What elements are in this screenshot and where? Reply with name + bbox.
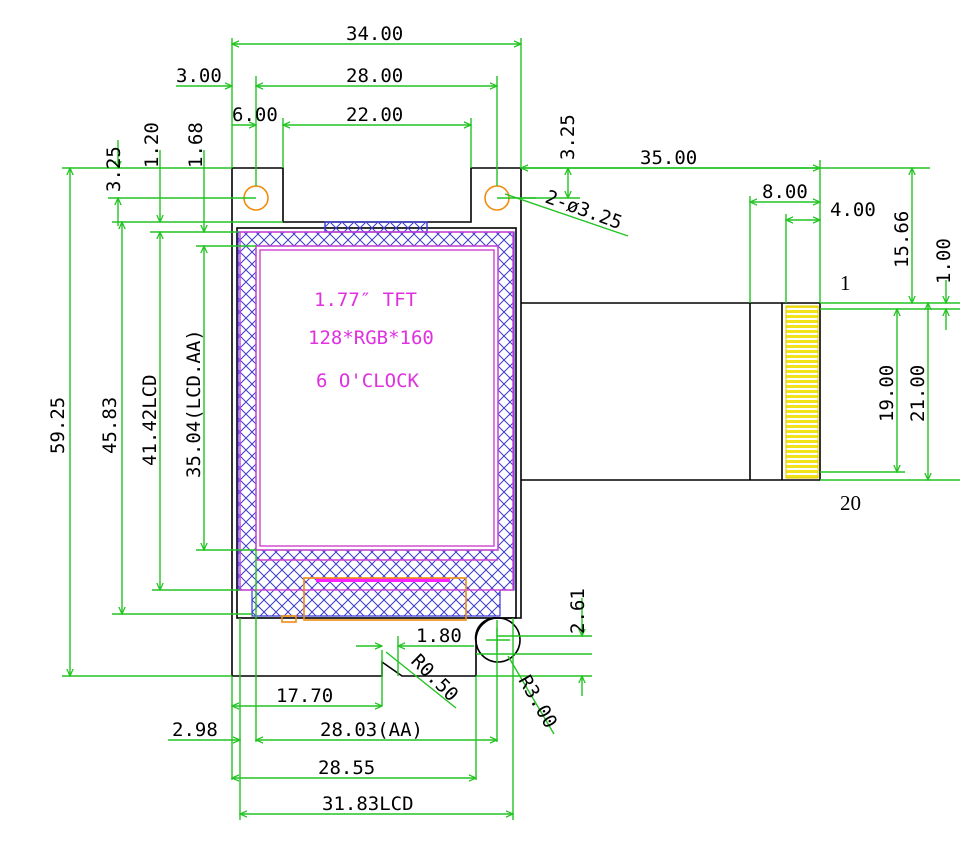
dim-2-61: 2.61 [567,588,589,634]
dim-r3-00: R3.00 [514,672,562,733]
bottom-dimensions [168,550,592,820]
dim-28-00: 28.00 [346,65,403,87]
dim-19-00: 19.00 [876,365,898,422]
pin-1-label: 1 [840,271,851,295]
ic-bar [316,578,450,582]
driver-outline [281,577,467,623]
dim-17-70: 17.70 [276,685,333,707]
dim-8-00: 8.00 [762,181,808,203]
dim-41-42-lcd: 41.42LCD [139,374,161,466]
dim-22-00: 22.00 [346,104,403,126]
dim-45-83: 45.83 [99,397,121,454]
pin-20-label: 20 [840,491,861,515]
fpc-tail [521,302,821,481]
dim-1-80: 1.80 [416,625,462,647]
top-dimensions [176,38,521,186]
display-resolution: 128*RGB*160 [308,327,434,349]
dim-21-00: 21.00 [907,365,929,422]
dim-4-00: 4.00 [830,199,876,221]
dim-34-00: 34.00 [346,23,403,45]
dim-35-00: 35.00 [640,147,697,169]
dim-2-98: 2.98 [172,719,218,741]
display-orientation: 6 O'CLOCK [316,370,420,392]
dim-1-00: 1.00 [933,238,955,284]
dim-1-20: 1.20 [141,122,163,168]
dim-59-25: 59.25 [47,397,69,454]
lcd-outline [239,231,514,591]
left-dimensions [62,140,283,676]
dim-28-03-aa: 28.03(AA) [320,719,423,741]
dim-6-00: 6.00 [232,104,278,126]
dim-1-68: 1.68 [185,122,207,168]
dim-3-00: 3.00 [176,65,222,87]
dim-hole-spec: 2-ø3.25 [542,186,625,234]
fpc-pads [785,305,819,479]
dim-15-66: 15.66 [891,211,913,268]
dim-31-83-lcd: 31.83LCD [322,793,414,815]
dim-r0-50: R0.50 [406,650,462,706]
dim-28-55: 28.55 [318,757,375,779]
dim-3-25-left: 3.25 [103,146,125,192]
dim-3-25-top: 3.25 [557,114,579,160]
crosshatch-frame [237,221,515,617]
fpc-dimensions [521,160,960,480]
dim-35-04-aa: 35.04(LCD.AA) [183,329,205,478]
display-title: 1.77″ TFT [314,289,417,311]
